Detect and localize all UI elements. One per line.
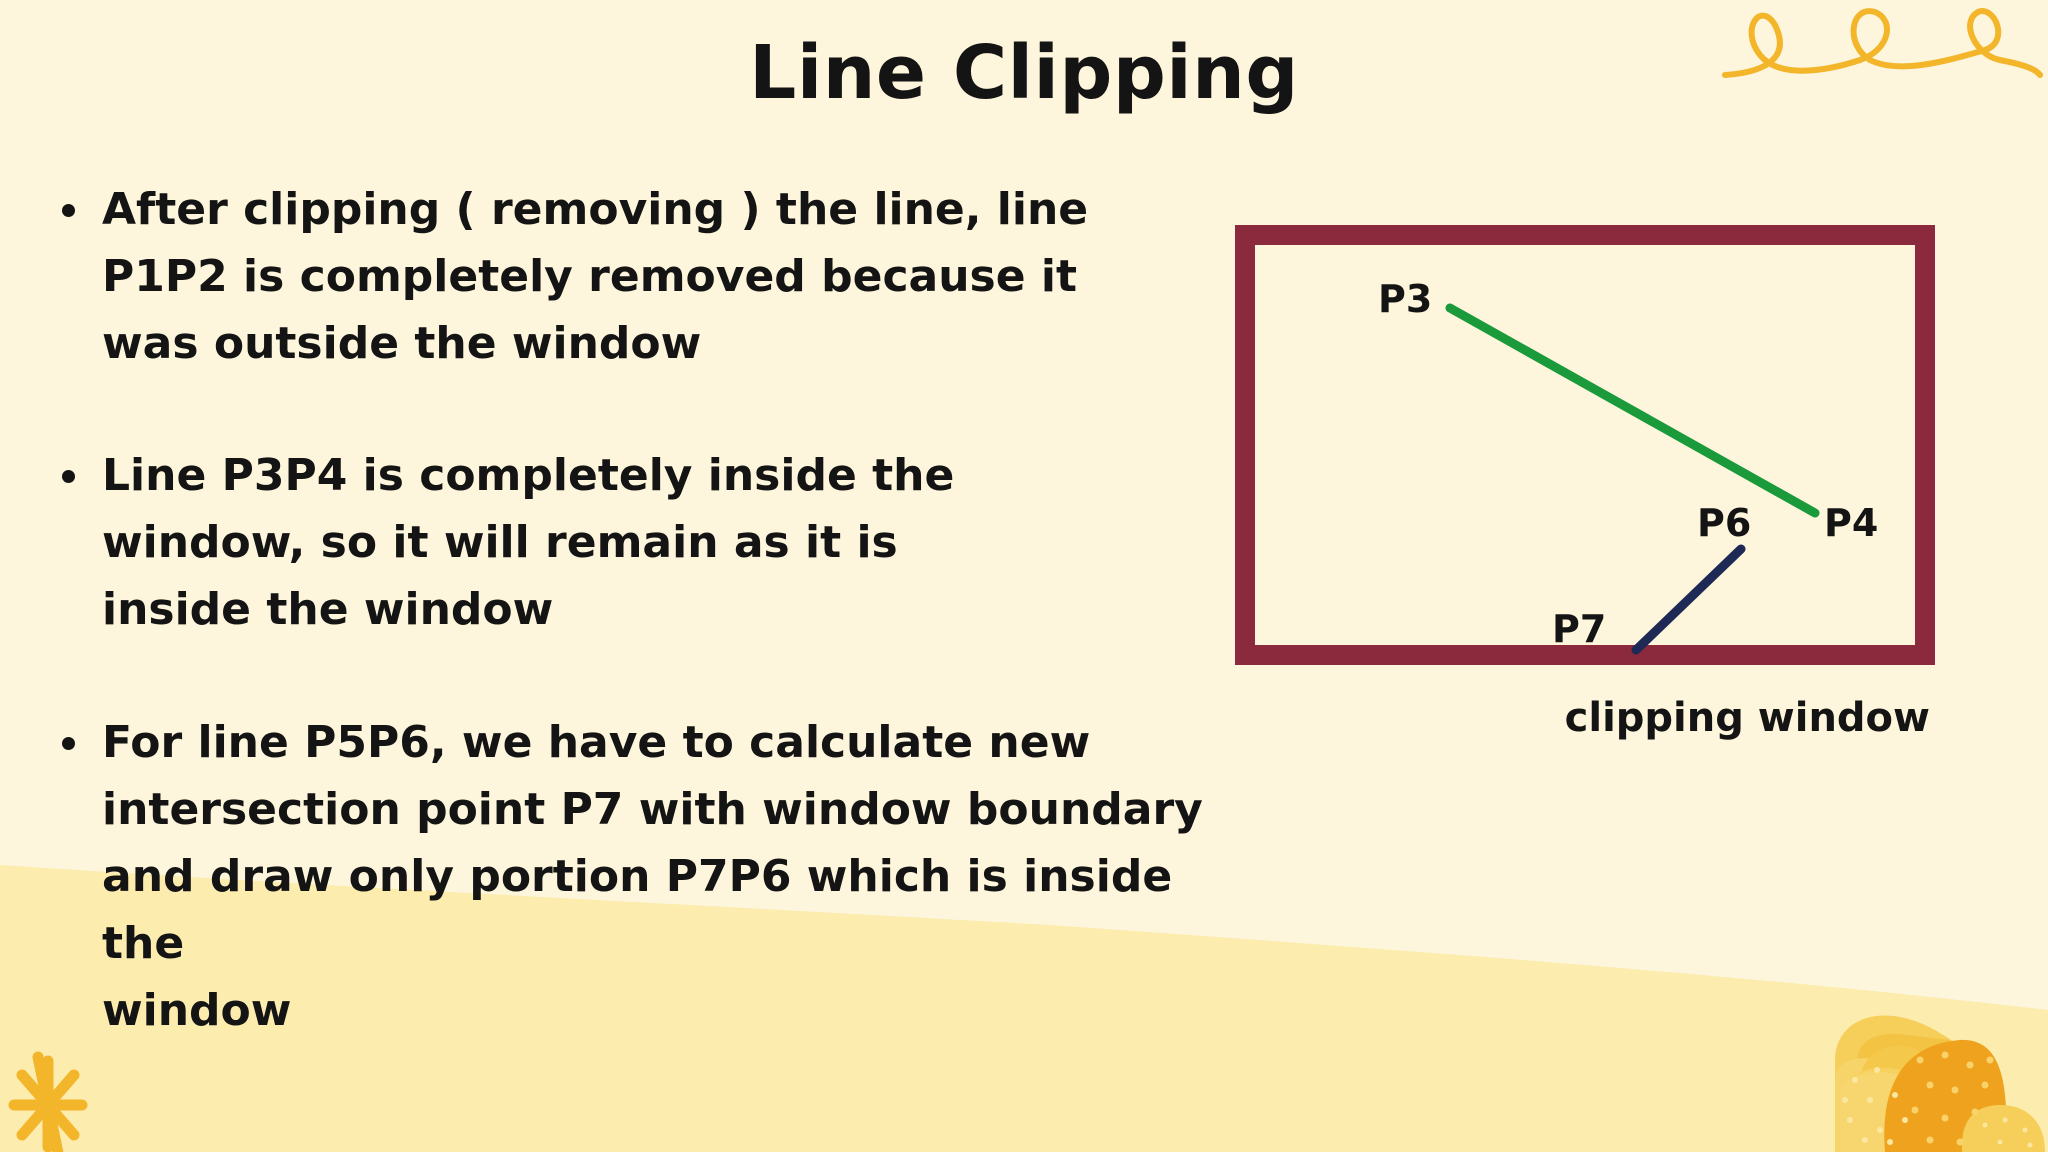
bullet-text: After clipping ( removing ) the line, li… — [102, 184, 1089, 369]
label-p7: P7 — [1552, 607, 1606, 651]
bush-decoration — [1835, 1015, 2045, 1152]
label-p6: P6 — [1697, 501, 1751, 545]
bullet-text: For line P5P6, we have to calculate new … — [102, 717, 1203, 1036]
label-p4: P4 — [1824, 501, 1878, 545]
star-burst-icon — [8, 1051, 88, 1152]
background-wave — [0, 865, 2048, 1152]
bullet-dot-icon — [62, 470, 75, 483]
line-p3p4 — [1445, 303, 1820, 518]
slide-title: Line Clipping — [749, 30, 1299, 116]
bullet-text: Line P3P4 is completely inside the windo… — [102, 450, 955, 635]
bullet-item: After clipping ( removing ) the line, li… — [62, 176, 1242, 377]
squiggle-decoration — [1722, 8, 2043, 78]
clipping-window-rect — [1235, 225, 1935, 665]
bullet-dot-icon — [62, 737, 75, 750]
bullet-item: Line P3P4 is completely inside the windo… — [62, 442, 1242, 643]
label-p3: P3 — [1378, 277, 1432, 321]
bullet-dot-icon — [62, 204, 75, 217]
diagram-caption: clipping window — [1564, 695, 1930, 741]
line-p7p6 — [1631, 544, 1746, 655]
bullet-item: For line P5P6, we have to calculate new … — [62, 709, 1242, 1044]
